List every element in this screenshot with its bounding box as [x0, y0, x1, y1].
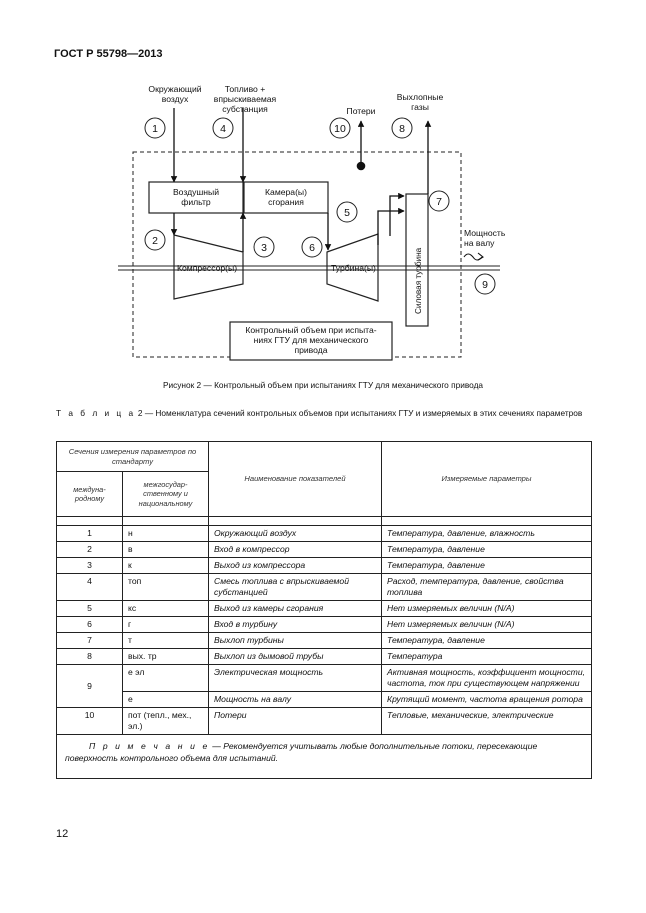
table-note: П р и м е ч а н и е — Рекомендуется учит… [56, 734, 592, 779]
table-row: 10 пот (тепл., мех., эл.) Потери Тепловы… [56, 707, 592, 735]
combustor-label-2: сгорания [268, 197, 304, 207]
table-row: 1 н Окружающий воздух Температура, давле… [56, 525, 592, 542]
turbine-label: Турбина(ы) [331, 263, 376, 273]
station-10: 10 [334, 123, 346, 135]
table-subheader-row: междуна- родному межгосудар- ственному и… [56, 471, 592, 517]
station-2: 2 [152, 235, 158, 247]
table-row: 4 топ Смесь топлива с впрыскиваемой субс… [56, 573, 592, 601]
nomenclature-table: Сечения измерения параметров по стандарт… [56, 441, 592, 779]
losses-label: Потери [347, 106, 376, 116]
header-national: межгосудар- ственному и национальному [122, 471, 209, 517]
losses-node [356, 161, 366, 171]
header-indicator-name: Наименование показателей [208, 441, 382, 517]
ambient-air-label-1: Окружающий [148, 84, 201, 94]
station-6: 6 [309, 242, 315, 254]
header-sections: Сечения измерения параметров по стандарт… [56, 441, 209, 472]
combustor-label-1: Камера(ы) [265, 187, 307, 197]
table-row: 8 вых. тр Выхлоп из дымовой трубы Темпер… [56, 648, 592, 665]
fuel-label-1: Топливо + [225, 84, 265, 94]
air-filter-label-1: Воздушный [173, 187, 219, 197]
station-5: 5 [344, 207, 350, 219]
header-measured-params: Измеряемые параметры [381, 441, 592, 517]
table-row: 7 т Выхлоп турбины Температура, давление [56, 632, 592, 649]
combustor-box [243, 181, 329, 214]
station-3: 3 [261, 242, 267, 254]
station-9: 9 [482, 279, 488, 291]
ambient-air-label-2: воздух [162, 94, 189, 104]
control-volume-box [229, 321, 393, 361]
turbine [326, 233, 379, 302]
cv-box-label-2: ниях ГТУ для механического [254, 335, 369, 345]
table-note-row: П р и м е ч а н и е — Рекомендуется учит… [56, 734, 592, 779]
table-header-row: Сечения измерения параметров по стандарт… [56, 441, 592, 517]
table-row: 3 к Выход из компрессора Температура, да… [56, 557, 592, 574]
table-row: е Мощность на валу Крутящий момент, част… [57, 691, 592, 708]
exhaust-label-1: Выхлопные [397, 92, 444, 102]
table-row: 5 кс Выход из камеры сгорания Нет измеря… [56, 600, 592, 617]
station-8: 8 [399, 123, 405, 135]
cv-box-label-1: Контрольный объем при испыта- [245, 325, 376, 335]
standard-header: ГОСТ Р 55798—2013 [54, 48, 163, 60]
note-label: П р и м е ч а н и е [89, 741, 210, 751]
table-row: 6 г Вход в турбину Нет измеряемых величи… [56, 616, 592, 633]
header-international: междуна- родному [56, 471, 123, 517]
exhaust-label-2: газы [411, 102, 429, 112]
table-title-lead: Т а б л и ц а [56, 408, 136, 418]
power-turbine-label: Силовая турбина [414, 247, 423, 314]
table-row: 9 е эл Электрическая мощность Активная м… [56, 664, 592, 708]
station-1: 1 [152, 123, 158, 135]
fuel-label-3: субстанция [222, 104, 268, 114]
table-title: Т а б л и ц а 2 — Номенклатура сечений к… [56, 407, 591, 419]
compressor [173, 234, 244, 300]
fuel-label-2: впрыскиваемая [214, 94, 277, 104]
note-text: — Рекомендуется учитывать любые дополнит… [65, 741, 538, 763]
shaft-power-label-1: Мощность [464, 228, 506, 238]
power-turbine [405, 193, 429, 327]
page-number: 12 [56, 828, 69, 840]
shaft-power-label-2: на валу [464, 238, 495, 248]
air-filter-box [148, 181, 244, 214]
table-row: 2 в Вход в компрессор Температура, давле… [56, 541, 592, 558]
air-filter-label-2: фильтр [181, 197, 211, 207]
control-volume-diagram: 1 2 3 4 5 6 7 8 9 10 Окружающий воздух Т… [118, 84, 506, 361]
table-title-rest: 2 — Номенклатура сечений контрольных объ… [135, 408, 583, 418]
cv-box-label-3: привода [294, 345, 327, 355]
station-4: 4 [220, 123, 226, 135]
figure-caption: Рисунок 2 — Контрольный объем при испыта… [162, 380, 484, 390]
compressor-label: Компрессор(ы) [177, 263, 237, 273]
station-7: 7 [436, 196, 442, 208]
